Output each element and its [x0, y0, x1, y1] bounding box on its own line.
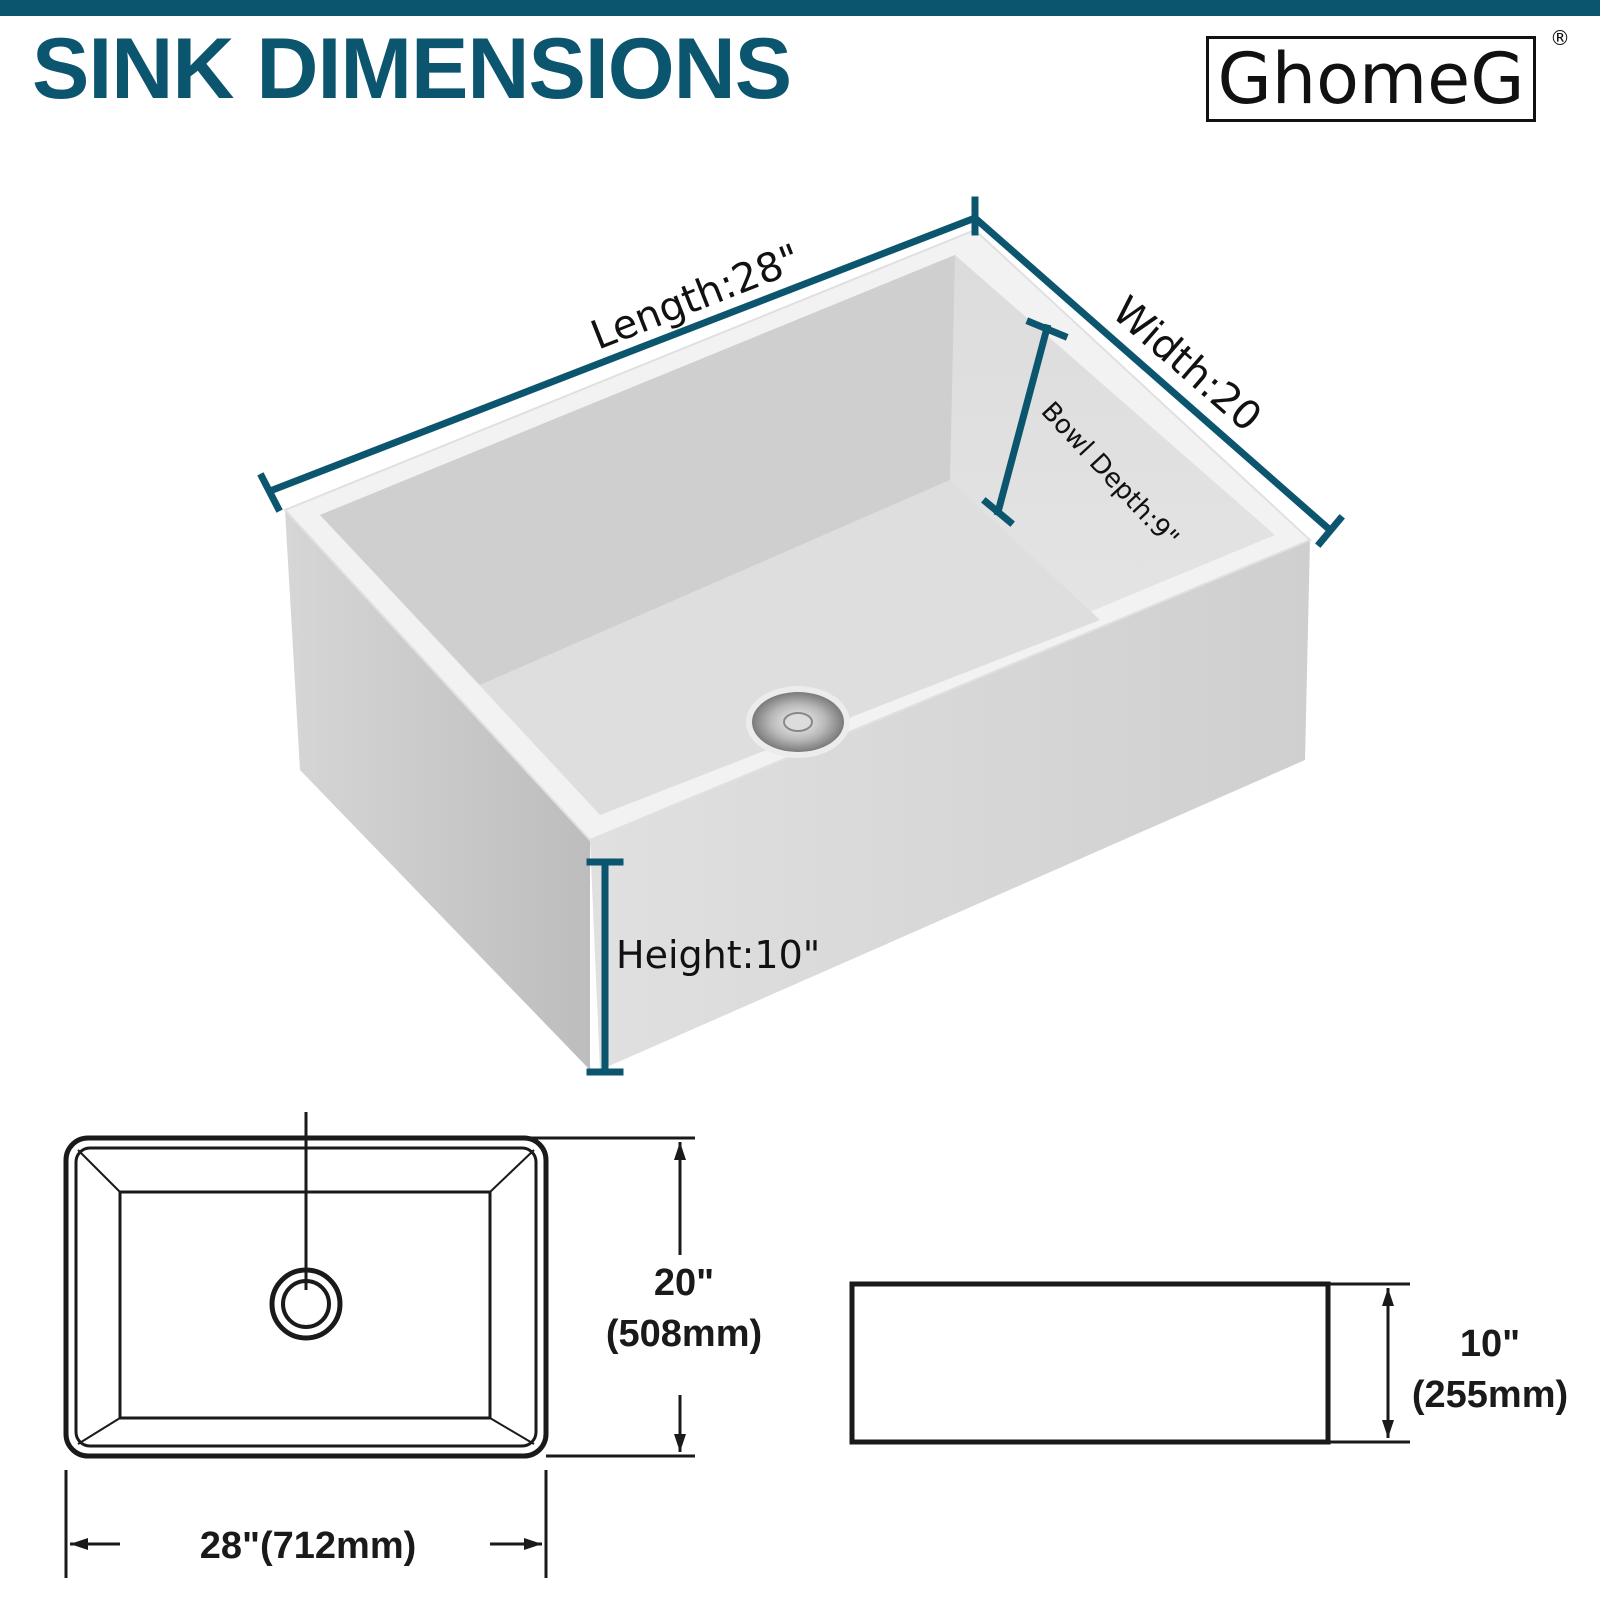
- top-view-depth-mm: (508mm): [606, 1313, 762, 1355]
- bowl-depth-tick-top: [1025, 317, 1069, 341]
- bowl-depth-line: [993, 323, 1052, 517]
- brand-name: GhomeG: [1217, 38, 1525, 120]
- page-title: SINK DIMENSIONS: [32, 21, 792, 117]
- top-view-drawing: [63, 1112, 695, 1578]
- front-view-height-mm: (255mm): [1412, 1374, 1568, 1416]
- sink-left-side: [285, 510, 590, 1070]
- front-view-outline: [849, 1281, 1331, 1445]
- drain-icon: [746, 686, 850, 758]
- length-dimension-line: [265, 213, 980, 496]
- front-view-height-inches: 10": [1460, 1323, 1520, 1365]
- brand-logo: GhomeG: [1206, 36, 1536, 122]
- front-view-drawing: [849, 1281, 1410, 1445]
- top-view-drain-icon: [269, 1267, 343, 1341]
- top-view-depth-inches: 20": [654, 1262, 714, 1304]
- width-dimension-line: [970, 213, 1335, 535]
- width-tick-right: [1315, 514, 1345, 548]
- sink-bowl-floor: [480, 480, 1100, 815]
- height-label: Height:10": [616, 933, 820, 977]
- bowl-depth-tick-bottom: [981, 497, 1015, 527]
- top-accent-bar: [0, 0, 1600, 16]
- sink-front-apron: [590, 540, 1310, 1070]
- dimension-markers: [257, 196, 1345, 1076]
- sink-bowl-back-wall: [320, 255, 955, 685]
- sink-3d-view: Length:28" Width:20 Bowl Depth:9" Height…: [257, 196, 1345, 1076]
- length-tick-left: [257, 472, 283, 513]
- registered-mark: ®: [1550, 26, 1570, 50]
- top-view-width-label: 28"(712mm): [200, 1525, 417, 1567]
